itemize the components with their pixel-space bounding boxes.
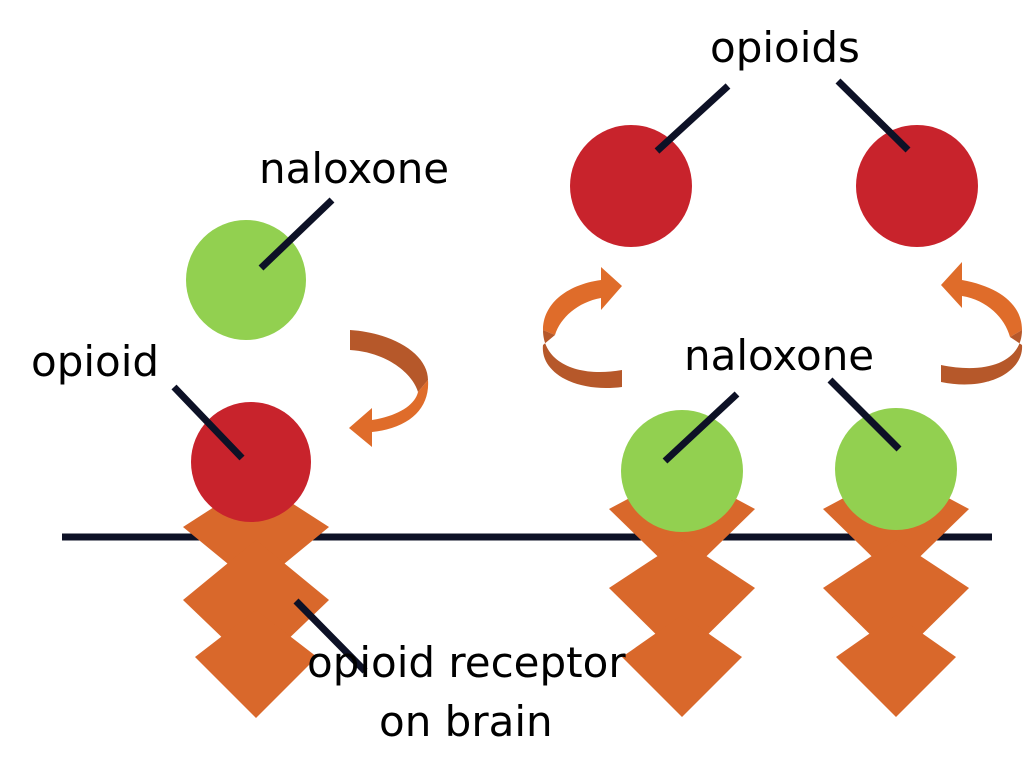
curved-arrow-middle-icon xyxy=(542,267,622,389)
opioid-molecule-displaced-right xyxy=(856,125,978,247)
opioid-molecule-displaced-left xyxy=(570,125,692,247)
curved-arrow-right-icon xyxy=(941,262,1023,385)
naloxone-molecule-bound-right xyxy=(835,408,957,530)
label-receptor-line1: opioid receptor xyxy=(307,638,626,687)
pointer-opioids-right xyxy=(835,78,911,153)
label-naloxone-left: naloxone xyxy=(259,144,449,193)
curved-arrow-left-icon xyxy=(349,330,429,447)
pointer-naloxone-right-a xyxy=(662,391,740,464)
label-opioid-left: opioid xyxy=(31,337,159,386)
label-receptor-line2: on brain xyxy=(379,697,553,746)
pointer-opioid-left xyxy=(171,384,245,461)
label-naloxone-right: naloxone xyxy=(684,331,874,380)
pointer-naloxone-right-b xyxy=(827,377,902,452)
pointer-receptor-left xyxy=(293,598,368,674)
naloxone-molecule-bound-left xyxy=(621,410,743,532)
pointer-opioids-left xyxy=(654,83,731,154)
pointer-naloxone-left xyxy=(258,197,335,271)
label-opioids-top: opioids xyxy=(710,23,860,72)
